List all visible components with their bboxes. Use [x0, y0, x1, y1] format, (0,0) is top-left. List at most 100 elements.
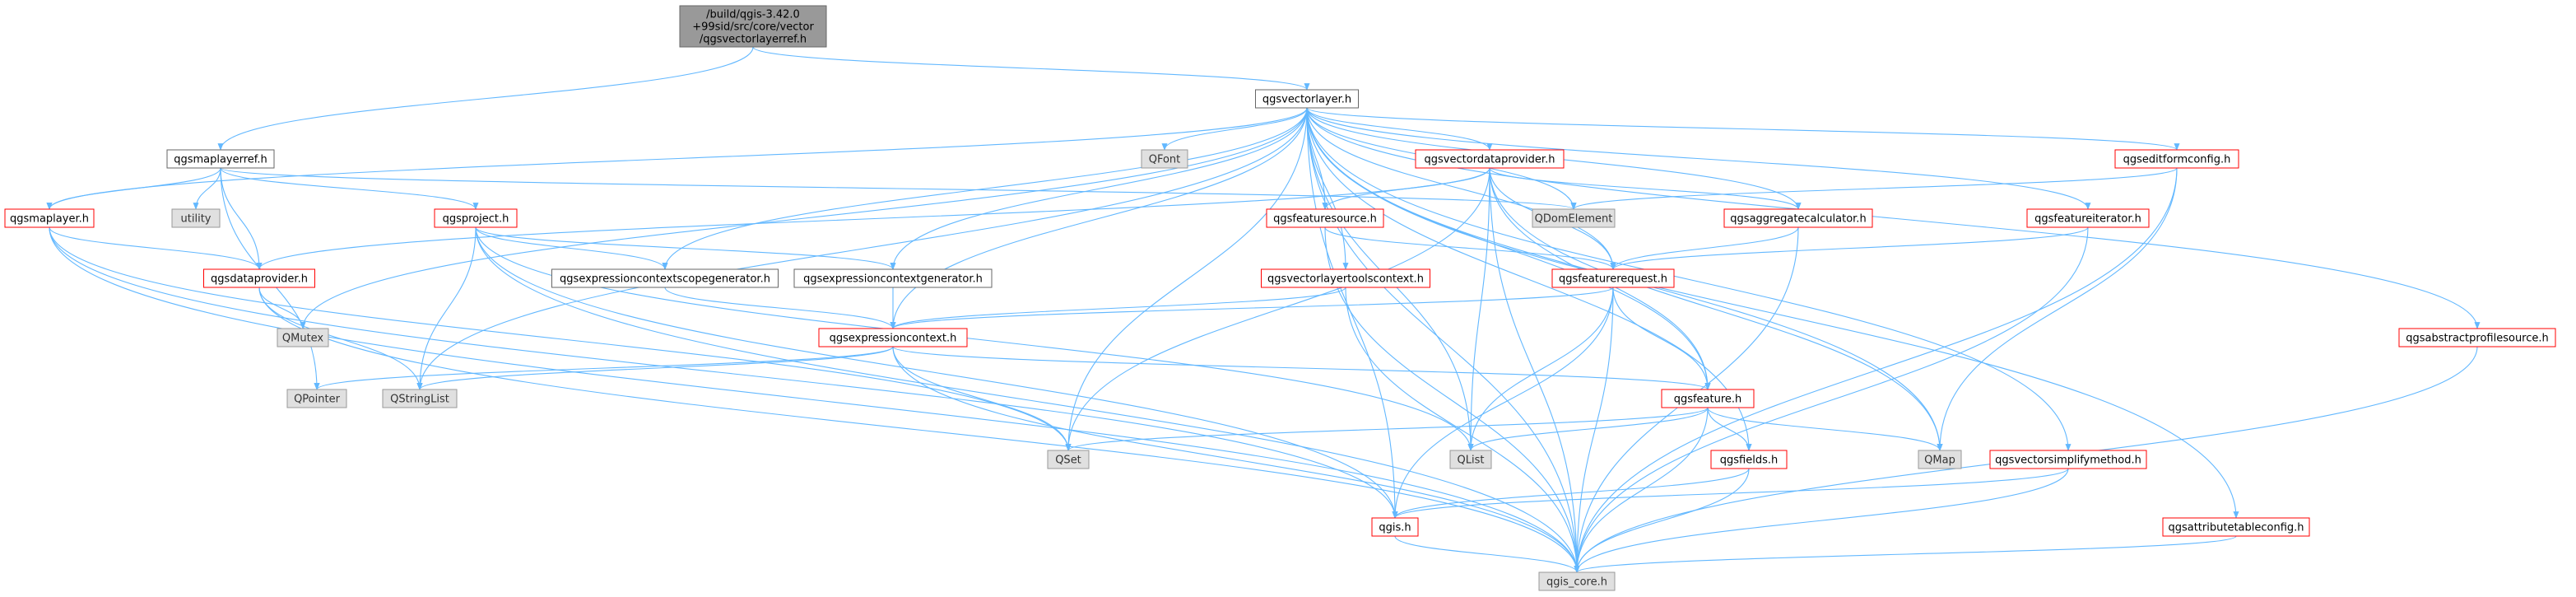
node-qgsfeaturesource[interactable]: qgsfeaturesource.h [1266, 208, 1384, 228]
node-qgsdataprovider[interactable]: qgsdataprovider.h [203, 268, 315, 288]
node-qgsvectorsimplifymethod[interactable]: qgsvectorsimplifymethod.h [1989, 450, 2147, 469]
edge-qgsvectordataprovider-to-qset [1065, 167, 1490, 451]
node-box [2114, 149, 2239, 169]
node-qgsaggregatecalculator[interactable]: qgsaggregatecalculator.h [1723, 208, 1873, 228]
edge-qgseditformconfig-to-qdomelement [1570, 167, 2178, 210]
edge-qgsmaplayer-to-qgis-core [49, 226, 1580, 573]
node-box [1261, 268, 1430, 288]
node-box [793, 268, 993, 288]
node-root[interactable]: /build/qgis-3.42.0+99sid/src/core/vector… [679, 5, 827, 48]
node-qpointer: QPointer [286, 389, 347, 408]
node-qgsmaplayerref[interactable]: qgsmaplayerref.h [166, 149, 275, 169]
edge-root-to-qgsmaplayerref [217, 46, 754, 151]
node-qmap: QMap [1918, 450, 1962, 469]
node-qgsfeature[interactable]: qgsfeature.h [1661, 389, 1755, 408]
node-box [1661, 389, 1755, 408]
node-box [166, 149, 275, 169]
node-label: QPointer [294, 394, 341, 406]
node-qgsvectorlayer[interactable]: qgsvectorlayer.h [1255, 89, 1359, 109]
node-qmutex: QMutex [277, 328, 329, 347]
edge-root-to-qgsvectorlayer [752, 46, 1310, 91]
node-qgsvectordataprovider[interactable]: qgsvectordataprovider.h [1415, 149, 1565, 169]
edge-qgsproject-to-qgsexpressioncontextgenerator [475, 226, 896, 270]
node-qgsproject[interactable]: qgsproject.h [434, 208, 518, 228]
node-label: qgsvectorlayertoolscontext.h [1267, 273, 1424, 286]
edge-qgsvectorlayer-to-qfont [1161, 107, 1308, 151]
node-qgsattributetableconfig[interactable]: qgsattributetableconfig.h [2162, 517, 2310, 537]
node-box [434, 208, 518, 228]
node-label: QSet [1055, 455, 1081, 467]
node-utility: utility [171, 208, 221, 228]
edge-qgsmaplayerref-to-utility [193, 167, 221, 210]
node-qgsfeatureiterator[interactable]: qgsfeatureiterator.h [2026, 208, 2150, 228]
node-label: qgsaggregatecalculator.h [1730, 213, 1866, 226]
node-box [2162, 517, 2310, 537]
edge-qgsvectorlayer-to-qgsmaplayer [46, 107, 1308, 210]
edge-qgsvectorlayer-to-qgsfeatureiterator [1306, 107, 2091, 210]
edge-qgseditformconfig-to-qgis-core [1574, 167, 2178, 573]
node-box [2026, 208, 2150, 228]
node-label: +99sid/src/core/vector [692, 21, 814, 34]
node-qgsexpressioncontextgenerator[interactable]: qgsexpressioncontextgenerator.h [793, 268, 993, 288]
nodes-layer: /build/qgis-3.42.0+99sid/src/core/vector… [4, 5, 2556, 591]
node-label: qgsfields.h [1720, 455, 1778, 467]
edge-qgsproject-to-qgis-core [475, 226, 1580, 573]
node-qgsvectorlayertoolscontext[interactable]: qgsvectorlayertoolscontext.h [1261, 268, 1430, 288]
node-label: qgsfeaturesource.h [1273, 213, 1377, 226]
edge-qgsvectorlayer-to-qmutex [300, 107, 1308, 329]
edge-qgsvectorlayer-to-qgsfeaturerequest [1306, 107, 1616, 270]
node-box [679, 5, 827, 48]
node-box [382, 389, 458, 408]
node-box [4, 208, 95, 228]
edge-qgsmaplayerref-to-qdomelement [220, 167, 1576, 210]
node-qgseditformconfig[interactable]: qgseditformconfig.h [2114, 149, 2239, 169]
node-label: qgsvectorsimplifymethod.h [1995, 455, 2141, 467]
node-label: qgsdataprovider.h [211, 273, 308, 286]
edge-qgsmaplayer-to-qset [49, 226, 1072, 451]
edge-qgsvectordataprovider-to-qgis-core [1489, 167, 1580, 573]
edge-qgsdataprovider-to-qgis-core [258, 287, 1580, 573]
node-label: QMutex [282, 333, 324, 345]
node-box [1449, 450, 1492, 469]
node-label: qgsproject.h [443, 213, 509, 226]
edge-qgsvectorlayer-to-qstringlist [416, 107, 1308, 390]
edge-qgsvectorlayer-to-qgsexpressioncontextscopegenerator [662, 107, 1308, 270]
node-box [286, 389, 347, 408]
node-box [1723, 208, 1873, 228]
edge-qgsvectordataprovider-to-qgsfeaturesource [1322, 167, 1490, 210]
edge-qgsfields-to-qgis-core [1574, 468, 1750, 573]
node-qgsexpressioncontext[interactable]: qgsexpressioncontext.h [818, 328, 968, 347]
node-box [2398, 328, 2556, 347]
node-label: qgsfeature.h [1674, 394, 1742, 406]
edge-qgsvectorlayertoolscontext-to-qgsexpressioncontext [890, 287, 1346, 329]
edge-qgsfeaturerequest-to-qgis-core [1574, 287, 1614, 573]
node-qgsfeaturerequest[interactable]: qgsfeaturerequest.h [1551, 268, 1675, 288]
node-qfont: QFont [1141, 149, 1188, 169]
node-qgsabstractprofilesource[interactable]: qgsabstractprofilesource.h [2398, 328, 2556, 347]
edge-qgsfeature-to-qgis-core [1574, 407, 1709, 573]
node-qgsfields[interactable]: qgsfields.h [1710, 450, 1788, 469]
node-box [1532, 208, 1616, 228]
edge-qgsproject-to-qstringlist [416, 226, 477, 390]
edge-qgsexpressioncontext-to-qstringlist [416, 346, 894, 390]
node-qgsexpressioncontextscopegenerator[interactable]: qgsexpressioncontextscopegenerator.h [551, 268, 779, 288]
node-qgsmaplayer[interactable]: qgsmaplayer.h [4, 208, 95, 228]
node-label: qgseditformconfig.h [2123, 154, 2231, 166]
edge-qgsfeature-to-qmap [1707, 407, 1943, 451]
edge-qgsfeaturerequest-to-qgsfeature [1612, 287, 1711, 390]
node-qstringlist: QStringList [382, 389, 458, 408]
edge-qgsfeature-to-qset [1065, 407, 1709, 451]
edge-qgsfeature-to-qlist [1467, 407, 1709, 451]
edge-qgsexpressioncontext-to-qgis-core [892, 346, 1580, 573]
node-qgis[interactable]: qgis.h [1371, 517, 1419, 537]
node-box [277, 328, 329, 347]
edge-qgsproject-to-qgis [475, 226, 1398, 519]
edge-qgsvectorlayer-to-qgsexpressioncontextgenerator [890, 107, 1308, 270]
node-label: qgis_core.h [1546, 576, 1607, 589]
node-label: QMap [1924, 455, 1955, 467]
node-label: qgsfeaturerequest.h [1559, 273, 1667, 286]
edge-qgsfeatureiterator-to-qgis-core [1574, 226, 2089, 573]
edge-qgsvectorlayer-to-qgsvectorsimplifymethod [1306, 107, 2071, 451]
node-box [171, 208, 221, 228]
node-label: QDomElement [1535, 213, 1613, 226]
